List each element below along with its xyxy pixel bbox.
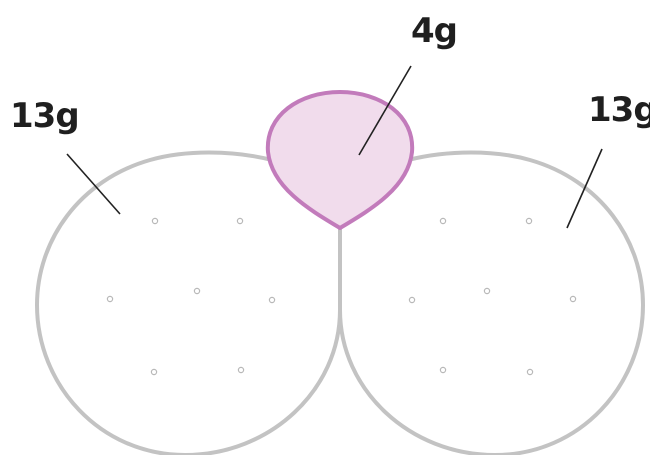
left-portion-weight-label: 13g [10,99,79,133]
texture-dot [237,218,242,223]
right-portion-dots [409,218,575,374]
texture-dot [238,367,243,372]
left-portion-dots [107,218,274,374]
texture-dot [107,296,112,301]
texture-dot [527,369,532,374]
texture-dot [440,218,445,223]
texture-dot [152,218,157,223]
leader-line-right [567,149,602,228]
texture-dot [440,367,445,372]
right-portion-weight-label: 13g [588,93,650,127]
texture-dot [151,369,156,374]
texture-dot [409,297,414,302]
texture-dot [526,218,531,223]
texture-dot [570,296,575,301]
texture-dot [269,297,274,302]
small-portion-weight-label: 4g [411,14,457,48]
texture-dot [194,288,199,293]
texture-dot [484,288,489,293]
small-portion-shape [268,92,412,228]
